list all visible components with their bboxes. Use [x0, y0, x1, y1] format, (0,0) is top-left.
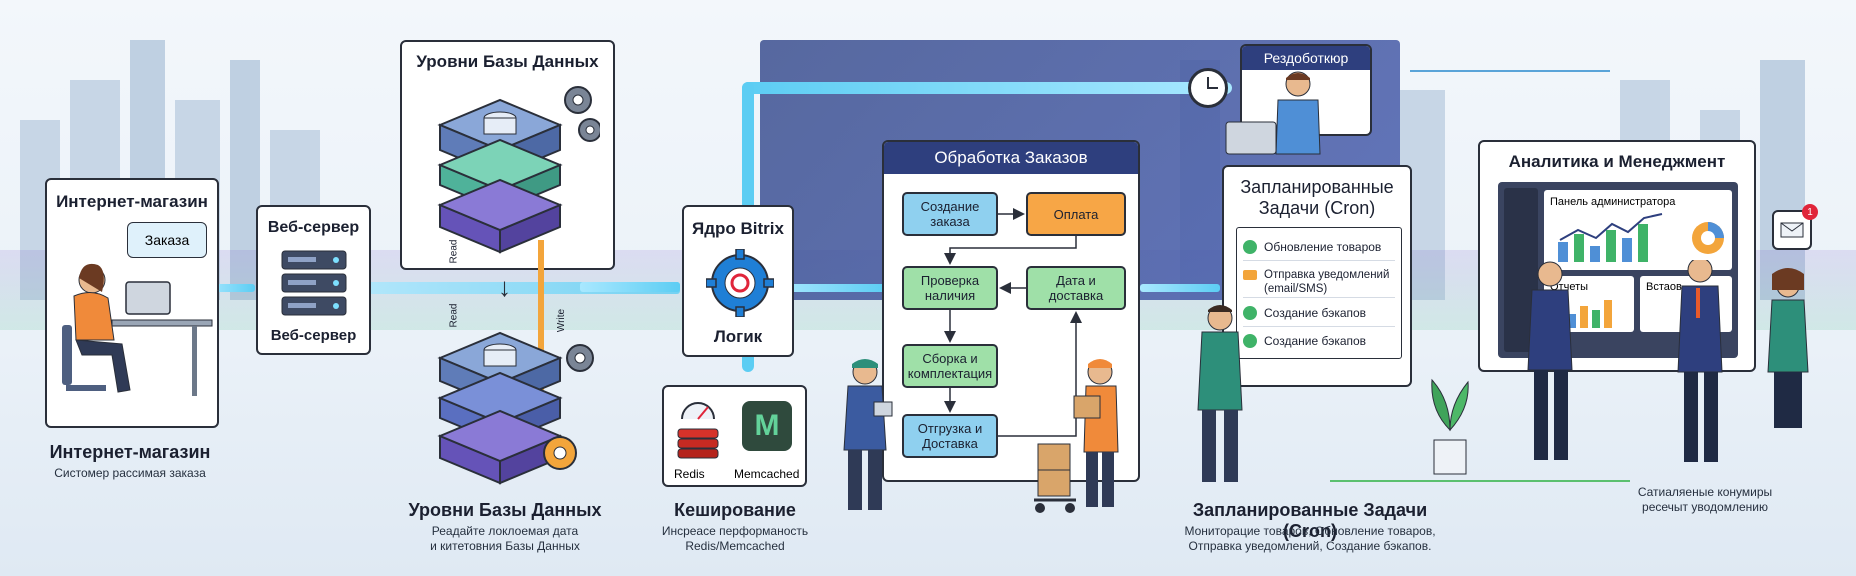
- plant-illustration: [1431, 378, 1469, 475]
- gauge-icon: [681, 402, 715, 420]
- write-arrow: [538, 240, 544, 390]
- chat-bubble: Заказа: [127, 222, 207, 258]
- memcached-label: Memcached: [734, 467, 800, 481]
- analytics-caption-1: Сатиаляеные конумиры: [1637, 485, 1773, 499]
- bitrix-gear-icon: [706, 249, 774, 317]
- step-shipping: Отгрузка и Доставка: [902, 414, 998, 458]
- managers-illustration: [1527, 260, 1809, 462]
- flow-right-line: [1410, 70, 1610, 72]
- flow-top-loop: [742, 82, 1232, 94]
- orders-panel: Обработка Заказов Создание заказа Оплата…: [882, 140, 1140, 482]
- admin-panel-card: Панель администратора: [1544, 190, 1732, 270]
- developer-illustration: [1225, 71, 1321, 155]
- step-assembly: Сборка и комплектация: [902, 344, 998, 388]
- cron-caption-sub-2: Отправка уведомлений, Создание бэкапов.: [1188, 539, 1432, 553]
- cache-caption-sub-2: Redis/Memcached: [685, 539, 785, 553]
- pie-chart-icon: [1692, 222, 1724, 254]
- cron-task-update-products: Обновление товаров: [1243, 234, 1395, 261]
- cron-panel: Запланированные Задачи (Cron) Обновление…: [1222, 165, 1412, 387]
- developer-label: Рездоботкюр: [1263, 50, 1349, 66]
- developer-header: Рездоботкюр: [1242, 46, 1370, 70]
- flow-core-to-orders: [775, 284, 885, 292]
- orders-flow-arrows: [944, 208, 1082, 437]
- analytics-title: Аналитика и Менеджмент: [1508, 152, 1726, 171]
- mail-icon: [1243, 270, 1257, 280]
- webserver-title: Веб-сервер: [267, 219, 360, 236]
- cron-task-list: Обновление товаров Отправка уведомлений …: [1236, 227, 1402, 359]
- database-stack-top-illustration: [437, 86, 600, 254]
- worker-tablet-illustration: [843, 359, 893, 510]
- step-stock-check: Проверка наличия: [902, 266, 998, 310]
- cron-task-label: Отправка уведомлений (email/SMS): [1264, 269, 1390, 295]
- redis-label: Redis: [674, 467, 705, 481]
- notification-badge: 1: [1802, 204, 1818, 220]
- cron-task-backup: Создание бэкапов: [1243, 300, 1395, 327]
- down-arrow-icon: ↓: [498, 272, 511, 302]
- clock-icon: [1188, 68, 1228, 108]
- step-payment: Оплата: [1026, 192, 1126, 236]
- shop-caption-title: Интернет-магазин: [49, 442, 211, 462]
- cron-task-label: Обновление товаров: [1264, 240, 1382, 254]
- cache-caption-sub-1: Инсреасе перформаность: [661, 524, 809, 538]
- check-icon: [1243, 240, 1257, 254]
- cron-operator-illustration: [1197, 305, 1243, 482]
- database-stack-bottom-illustration: [437, 331, 594, 485]
- database-caption-title: Уровни Базы Данных: [408, 500, 602, 520]
- database-caption-sub-2: и китетовния Базы Данных: [430, 539, 580, 553]
- bar-chart-icon: [1568, 300, 1612, 328]
- envelope-icon: [1780, 222, 1804, 238]
- cron-caption-sub-1: Мониторацие товаров, Обновление товаров,: [1184, 524, 1436, 538]
- admin-panel-label: Панель администратора: [1550, 196, 1676, 208]
- shop-caption-subtitle: Систомер рассимая заказа: [54, 466, 206, 480]
- cache-panel: M Redis Memcached: [662, 385, 807, 487]
- flow-db-to-core: [580, 282, 680, 292]
- flow-bottom-line: [1330, 480, 1630, 482]
- customer-laptop-illustration: [62, 263, 213, 396]
- core-title: Ядро Bitrix: [692, 219, 784, 238]
- cron-title: Запланированные Задачи (Cron): [1240, 177, 1394, 218]
- bitrix-core-panel: Ядро Bitrix Логик: [682, 205, 794, 357]
- check-icon: [1243, 334, 1257, 348]
- embedded-label: Встаов: [1646, 281, 1682, 293]
- worker-boxes-illustration: [1034, 359, 1119, 513]
- line-chart-icon: [1558, 213, 1663, 262]
- step-create-order: Создание заказа: [902, 192, 998, 236]
- mail-notification-icon[interactable]: 1: [1772, 204, 1818, 250]
- cron-task-label: Создание бэкапов: [1264, 334, 1367, 348]
- step-date-delivery: Дата и доставка: [1026, 266, 1126, 310]
- read-label-1: Read: [448, 239, 460, 264]
- redis-icon: [677, 428, 719, 459]
- database-title: Уровни Базы Данных: [416, 52, 599, 71]
- database-caption-sub-1: Реадайте локлоемая дата: [431, 524, 579, 538]
- webserver-label: Веб-сервер: [270, 327, 357, 344]
- shop-panel: Интернет-магазин Заказа: [45, 178, 219, 428]
- shop-title: Интернет-магазин: [56, 192, 208, 211]
- cache-caption-title: Кеширование: [674, 500, 796, 520]
- orders-title: Обработка Заказов: [934, 148, 1088, 167]
- orders-header: Обработка Заказов: [884, 142, 1138, 174]
- chat-bubble-text: Заказа: [144, 232, 190, 248]
- flow-shop-to-web: [205, 284, 255, 292]
- check-icon: [1243, 306, 1257, 320]
- cron-caption-title: Запланированные Задачи (Cron): [1192, 500, 1428, 541]
- memcached-icon: M: [742, 401, 792, 451]
- webserver-panel: Веб-сервер Веб-сервер: [256, 205, 371, 355]
- server-rack-icon: [281, 250, 347, 316]
- core-label: Логик: [713, 327, 763, 346]
- cron-task-notifications: Отправка уведомлений (email/SMS): [1243, 264, 1395, 298]
- flow-orders-to-cron: [1140, 284, 1220, 292]
- analytics-caption-2: ресечыт уводомлению: [1642, 500, 1768, 514]
- cron-task-label: Создание бэкапов: [1264, 306, 1367, 320]
- cron-task-backup-2: Создание бэкапов: [1243, 328, 1395, 354]
